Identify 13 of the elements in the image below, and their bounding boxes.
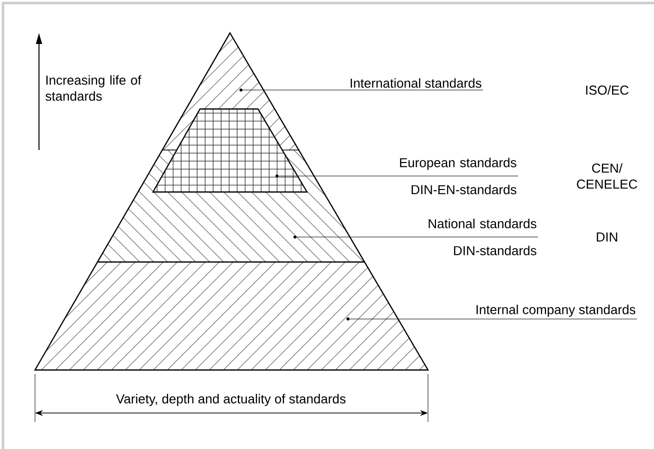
leader-line xyxy=(349,318,638,320)
axis-label: Increasing life of standards xyxy=(46,75,142,101)
leader-text: Internal company standards xyxy=(476,304,636,317)
dimension-label: Variety, depth and actuality of standards xyxy=(116,394,346,406)
organization-label: ISO/EC xyxy=(586,85,629,95)
leader-text: International standards xyxy=(350,78,482,88)
organization-label: DIN xyxy=(596,232,618,242)
leader-text: National standards DIN-standards xyxy=(428,218,536,256)
leader-text: European standards DIN-EN-standards xyxy=(400,158,516,194)
hatched-band xyxy=(41,262,426,370)
leader-line xyxy=(296,236,538,238)
organization-label: CEN/ CENELEC xyxy=(576,163,638,189)
hatched-region xyxy=(163,38,296,150)
